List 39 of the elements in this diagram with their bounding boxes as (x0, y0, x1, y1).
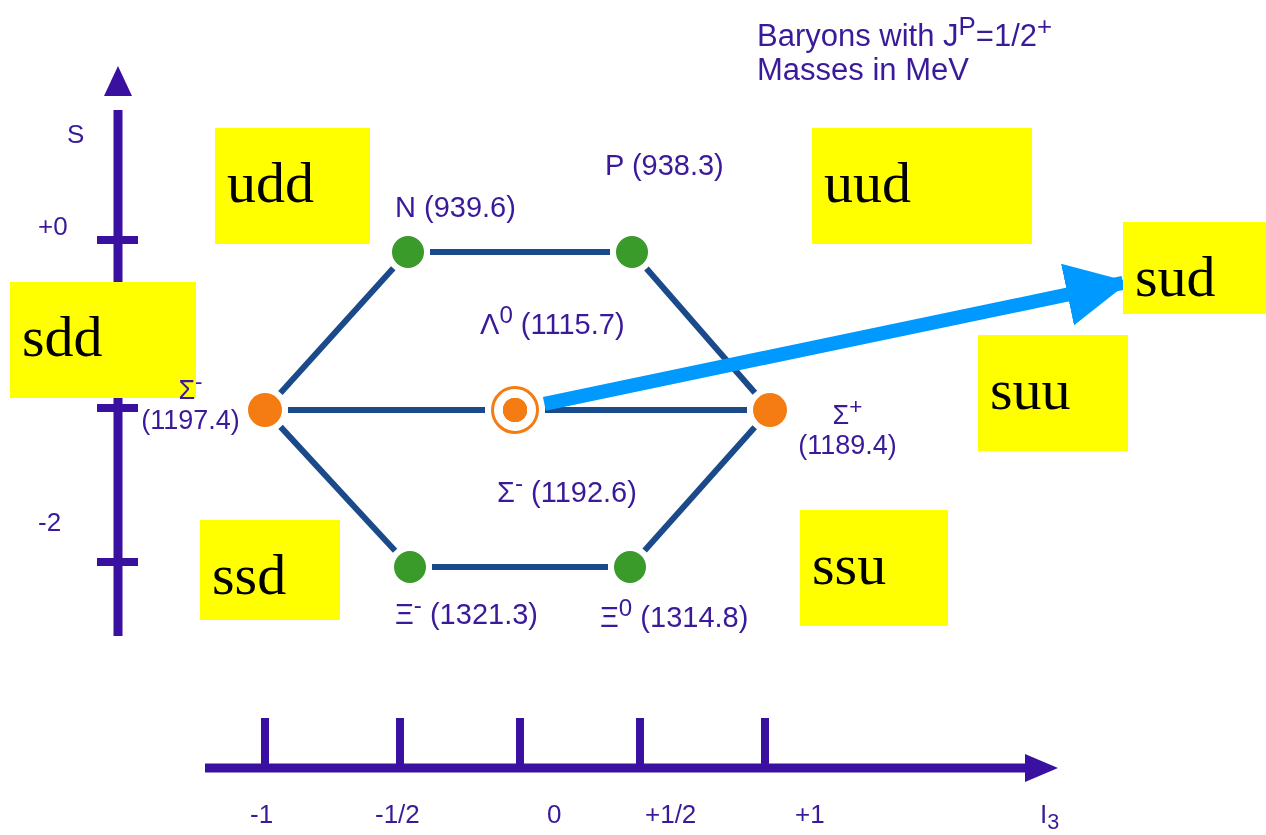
axis-title: I$_{3}$ (1040, 800, 1060, 834)
quark-content-box: sud (1123, 222, 1266, 314)
particle-dot (753, 393, 787, 427)
tick-label: -2 (38, 508, 62, 537)
particle-label: Σ$^{+}$ (1189.4) (797, 395, 898, 461)
particle-label: Ξ$^{-}$ (1321.3) (395, 592, 538, 631)
tick-label: +0 (38, 212, 68, 241)
connector-line (430, 249, 610, 255)
connector-line (644, 266, 758, 395)
particle-label: Ξ$^{0}$ (1314.8) (600, 595, 749, 634)
diagram-title: Baryons with J$^{P}$=1/2$^{+}$ Masses in MeV (757, 12, 1054, 88)
particle-dot (248, 393, 282, 427)
connector-line (432, 564, 608, 570)
tick-label: +1/2 (645, 800, 697, 829)
ringed-particle-dot (491, 386, 539, 434)
particle-dot (614, 551, 646, 583)
quark-content-box: uud (812, 128, 1032, 244)
connector-line (642, 425, 757, 553)
tick-label: -1 (250, 800, 274, 829)
tick-label: -1/2 (375, 800, 420, 829)
tick-label: 0 (547, 800, 562, 829)
particle-label: Σ$^{-}$ (1197.4) (140, 370, 241, 436)
quark-content-box: ssu (800, 510, 948, 626)
tick-label: +1 (795, 800, 825, 829)
particle-dot (392, 236, 424, 268)
quark-content-box: ssd (200, 520, 340, 620)
connector-line (545, 407, 747, 413)
particle-label: Σ$^{-}$ (1192.6) (497, 470, 637, 509)
connector-line (278, 266, 396, 395)
quark-content-box: suu (978, 335, 1128, 451)
connector-line (288, 407, 485, 413)
particle-dot (616, 236, 648, 268)
particle-dot (394, 551, 426, 583)
particle-label: P (938.3) (605, 150, 724, 182)
particle-label: N (939.6) (395, 192, 516, 224)
axis-title: S (67, 120, 85, 149)
quark-content-box: udd (215, 128, 370, 244)
particle-label: Λ$^{0}$ (1115.7) (480, 302, 625, 341)
connector-line (278, 424, 398, 553)
